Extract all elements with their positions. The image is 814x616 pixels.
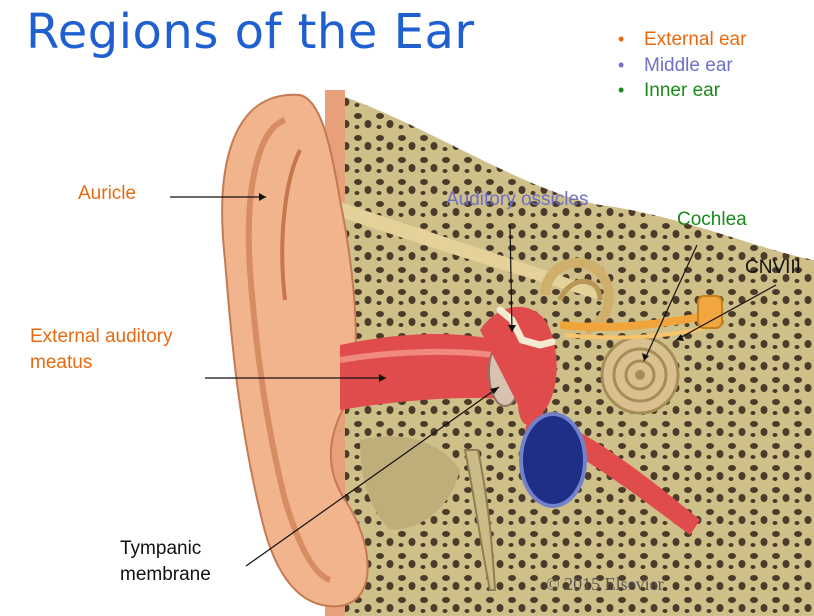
label-cochlea: Cochlea [677,209,747,230]
nerve-bundle [697,295,723,329]
slide-title: Regions of the Ear [26,4,475,60]
middle-ear-cavity [480,306,557,425]
legend-item-inner-ear: • Inner ear [614,78,746,104]
label-auditory-ossicles: Auditory ossicles [446,189,589,210]
jugular-vessel [519,412,587,508]
styloid-process [463,449,497,591]
cochlea-pointer [643,244,698,362]
cnviii-pointer [675,284,777,341]
label-tympanic-line1: Tympanic [120,538,202,559]
label-tympanic-membrane: Tympanic membrane [120,536,211,588]
legend: • External ear • Middle ear • Inner ear [614,27,746,104]
label-tympanic-line2: membrane [120,564,211,585]
mastoid-region [360,436,460,530]
legend-label: Middle ear [644,54,733,76]
ossicles-pointer [509,223,513,333]
legend-label: Inner ear [644,80,721,101]
semicircular-canals-2 [557,278,603,302]
cnviii-nerve [559,311,711,331]
bullet-icon: • [618,54,625,75]
label-auricle: Auricle [78,183,137,204]
label-external-auditory-meatus: External auditory meatus [30,324,173,376]
label-eam-line1: External auditory [30,326,173,347]
bone-band [335,200,600,300]
ear-canal-shade [339,348,501,363]
legend-item-middle-ear: • Middle ear [614,53,746,79]
legend-item-external-ear: • External ear [614,27,746,53]
copyright-notice: © 2015 Elsevier [546,574,664,594]
bullet-icon: • [618,29,625,49]
semicircular-canals [540,257,614,335]
ossicles-shape [496,306,556,349]
auricle-shape [221,93,369,608]
label-cnviii: CNVIII [745,257,801,278]
label-eam-line2: meatus [30,352,93,373]
tympanic-pointer [245,386,500,567]
legend-label: External ear [644,29,747,50]
auricle-inner-fold [280,149,302,301]
auricle-fold [245,117,332,583]
bullet-icon: • [618,80,625,100]
